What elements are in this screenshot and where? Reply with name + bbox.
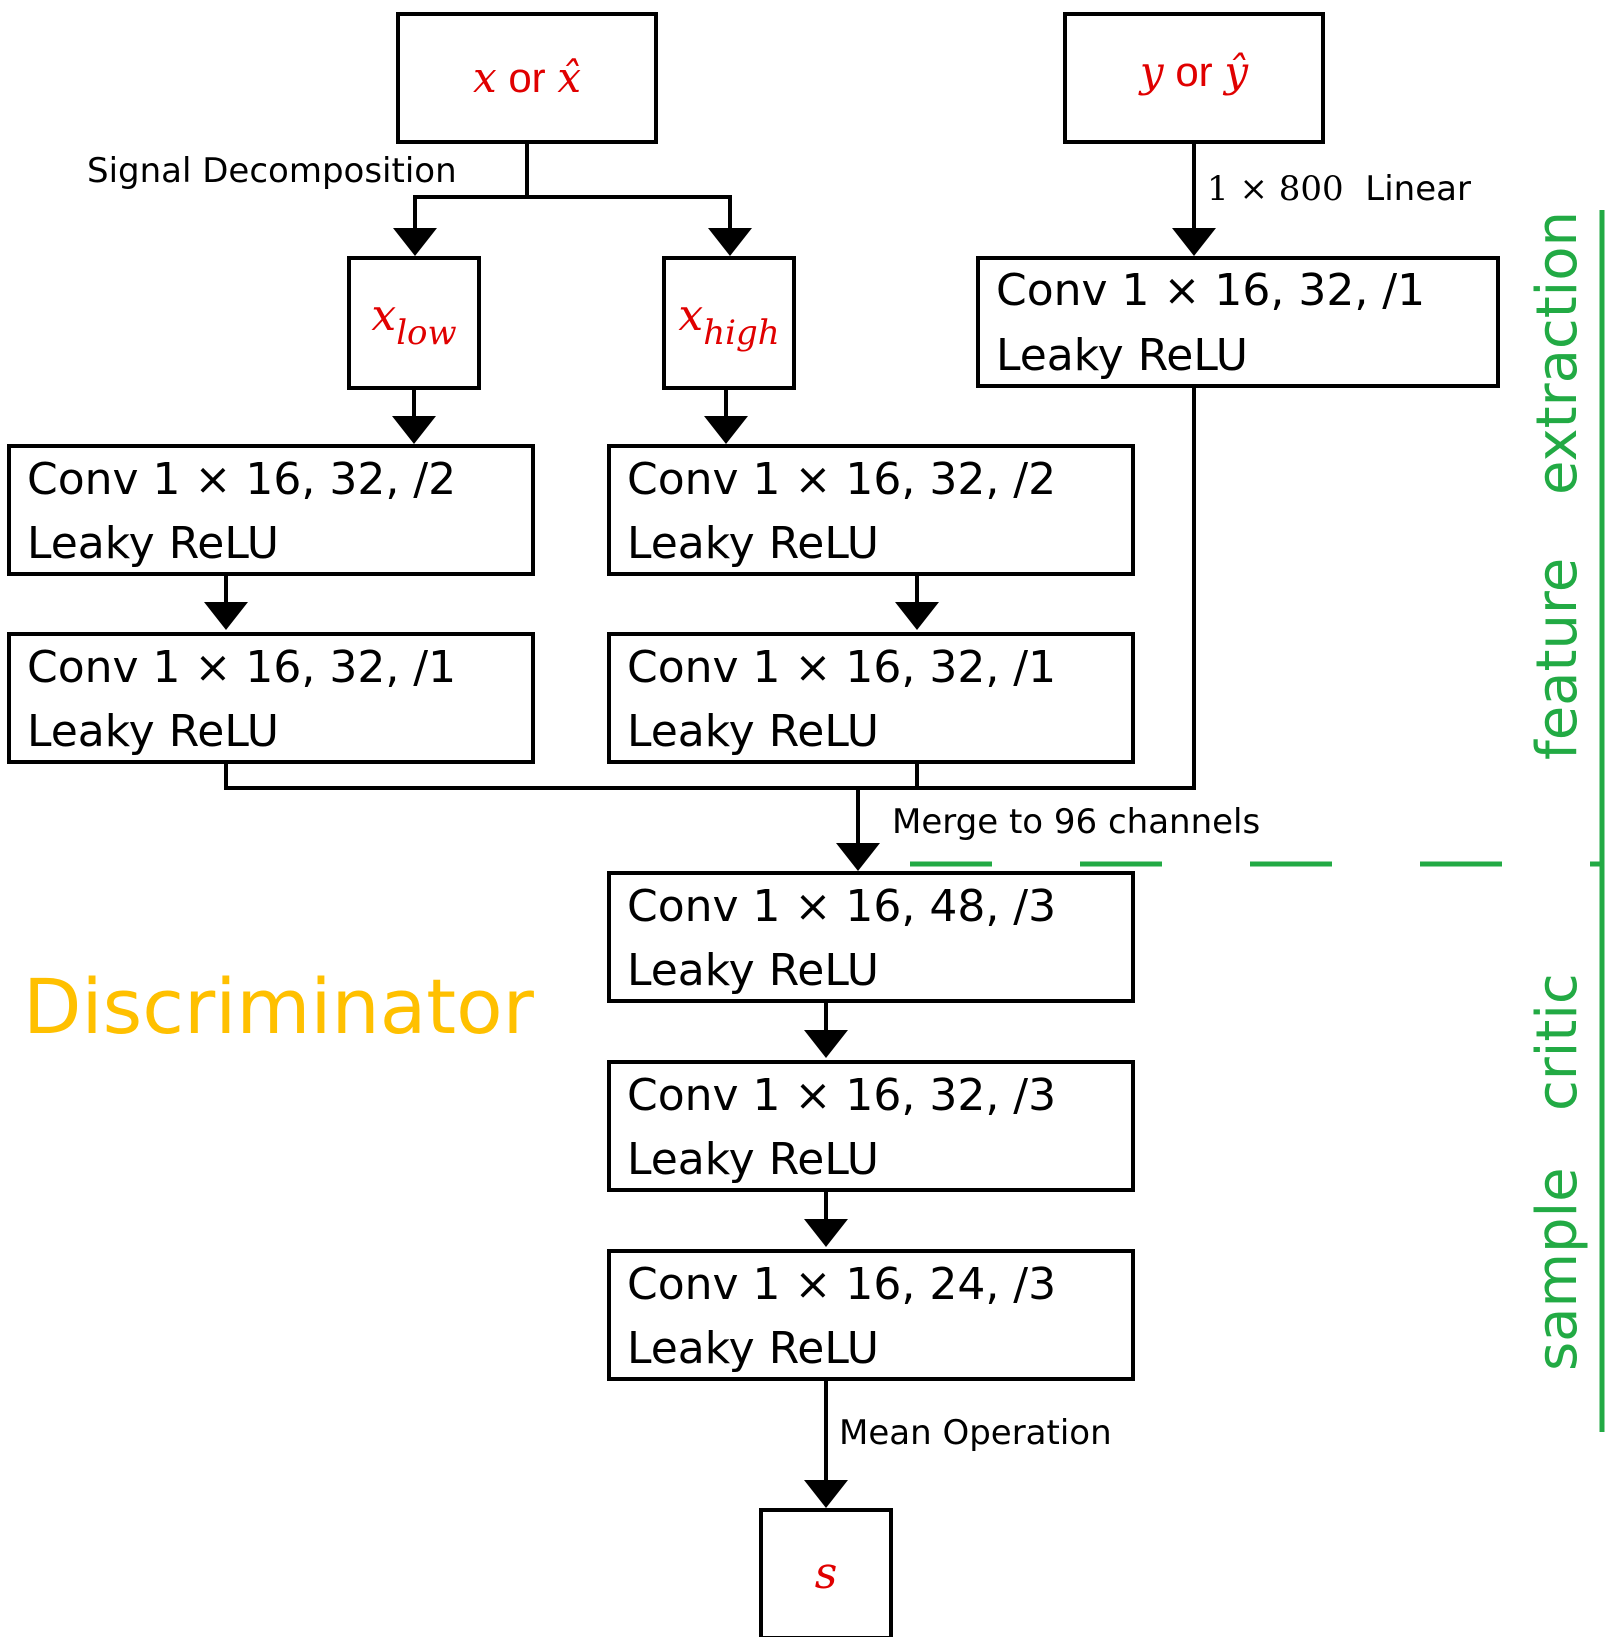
arrow-head xyxy=(895,602,939,630)
arrow-head xyxy=(804,1219,848,1247)
svg-text:x or x̂: x or x̂ xyxy=(473,53,581,102)
section-bottom-word1: sample xyxy=(1525,1167,1590,1371)
low-conv-1-line1: Conv 1 × 16, 32, /2 xyxy=(27,454,456,505)
arrow-head xyxy=(804,1480,848,1508)
input-y-joiner: or xyxy=(1164,48,1225,95)
arrow-head xyxy=(393,228,437,256)
low-conv-block-2: Conv 1 × 16, 32, /1 Leaky ReLU xyxy=(7,632,535,764)
x-low-sub: low xyxy=(396,313,456,353)
critic-conv-2-line2: Leaky ReLU xyxy=(627,1134,879,1185)
linear-label-word: Linear xyxy=(1344,169,1471,209)
merge-label: Merge to 96 channels xyxy=(892,802,1260,842)
y-conv-line1: Conv 1 × 16, 32, /1 xyxy=(996,265,1425,316)
svg-text:xhigh: xhigh xyxy=(678,290,779,353)
output-var: s xyxy=(815,1548,838,1599)
svg-text:xlow: xlow xyxy=(371,290,456,353)
y-conv-block: Conv 1 × 16, 32, /1 Leaky ReLU xyxy=(976,256,1500,388)
arrow-head xyxy=(204,602,248,630)
x-high-node: xhigh xyxy=(662,256,796,390)
critic-conv-block-3: Conv 1 × 16, 24, /3 Leaky ReLU xyxy=(607,1249,1135,1381)
critic-conv-block-1: Conv 1 × 16, 48, /3 Leaky ReLU xyxy=(607,871,1135,1003)
arrow-head xyxy=(392,416,436,444)
linear-label-num: 1 × 800 xyxy=(1207,169,1344,209)
critic-conv-block-2: Conv 1 × 16, 32, /3 Leaky ReLU xyxy=(607,1060,1135,1192)
low-conv-2-line2: Leaky ReLU xyxy=(27,706,279,757)
critic-conv-2-line1: Conv 1 × 16, 32, /3 xyxy=(627,1070,1056,1121)
output-node: s xyxy=(759,1508,893,1637)
decomp-connector xyxy=(413,142,732,232)
arrow-head xyxy=(708,228,752,256)
x-low-base: x xyxy=(371,290,396,341)
linear-label: 1 × 800 Linear xyxy=(1207,169,1471,209)
high-conv-block-1: Conv 1 × 16, 32, /2 Leaky ReLU xyxy=(607,444,1135,576)
high-conv-block-2: Conv 1 × 16, 32, /1 Leaky ReLU xyxy=(607,632,1135,764)
input-y-hat-var: ŷ xyxy=(1222,47,1249,96)
arrow-head xyxy=(704,416,748,444)
svg-text:y or ŷ: y or ŷ xyxy=(1138,47,1249,96)
input-x-var: x xyxy=(473,53,497,102)
high-conv-2-line2: Leaky ReLU xyxy=(627,706,879,757)
section-sample-critic: sample critic xyxy=(1525,973,1590,1371)
x-high-sub: high xyxy=(703,313,779,353)
low-conv-2-line1: Conv 1 × 16, 32, /1 xyxy=(27,642,456,693)
x-low-node: xlow xyxy=(347,256,481,390)
critic-conv-3-line2: Leaky ReLU xyxy=(627,1323,879,1374)
section-top-word1: feature xyxy=(1525,558,1590,760)
arrow-head xyxy=(804,1030,848,1058)
critic-conv-1-line1: Conv 1 × 16, 48, /3 xyxy=(627,881,1056,932)
input-x-node: x or x̂ xyxy=(396,12,658,144)
input-x-joiner: or xyxy=(497,54,558,101)
arrow-head xyxy=(836,843,880,871)
section-bottom-word2: critic xyxy=(1525,973,1590,1111)
critic-conv-3-line1: Conv 1 × 16, 24, /3 xyxy=(627,1259,1056,1310)
merge-connector xyxy=(224,386,1196,846)
high-conv-2-line1: Conv 1 × 16, 32, /1 xyxy=(627,642,1056,693)
x-high-base: x xyxy=(678,290,703,341)
mean-label: Mean Operation xyxy=(839,1413,1112,1453)
signal-decomposition-label: Signal Decomposition xyxy=(87,151,457,191)
diagram-title: Discriminator xyxy=(23,962,535,1051)
high-conv-1-line2: Leaky ReLU xyxy=(627,518,879,569)
section-top-word2: extraction xyxy=(1525,211,1590,495)
input-x-hat-var: x̂ xyxy=(557,53,581,102)
section-feature-extraction: feature extraction xyxy=(1525,211,1590,760)
high-conv-1-line1: Conv 1 × 16, 32, /2 xyxy=(627,454,1056,505)
critic-conv-1-line2: Leaky ReLU xyxy=(627,945,879,996)
input-y-node: y or ŷ xyxy=(1063,12,1325,144)
input-y-var: y xyxy=(1138,47,1165,96)
arrow-head xyxy=(1172,228,1216,256)
low-conv-1-line2: Leaky ReLU xyxy=(27,518,279,569)
y-conv-line2: Leaky ReLU xyxy=(996,330,1248,381)
low-conv-block-1: Conv 1 × 16, 32, /2 Leaky ReLU xyxy=(7,444,535,576)
